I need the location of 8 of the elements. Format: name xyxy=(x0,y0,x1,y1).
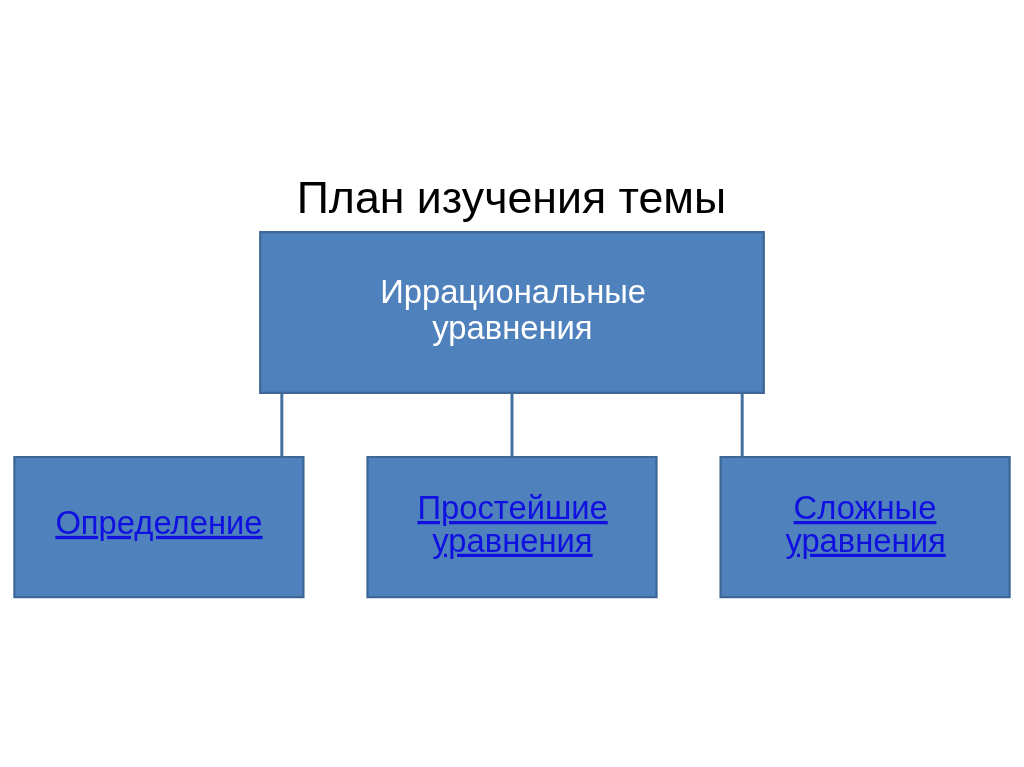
connector xyxy=(510,392,514,457)
node-box: Определение xyxy=(13,455,305,598)
diagram-title: План изучения темы xyxy=(296,172,727,222)
node-box: Сложные уравнения xyxy=(719,455,1011,598)
node-box: Простейшие уравнения xyxy=(366,455,658,598)
connector xyxy=(280,392,284,457)
node-box: Иррациональные уравнения xyxy=(259,230,765,394)
connector xyxy=(740,392,744,457)
